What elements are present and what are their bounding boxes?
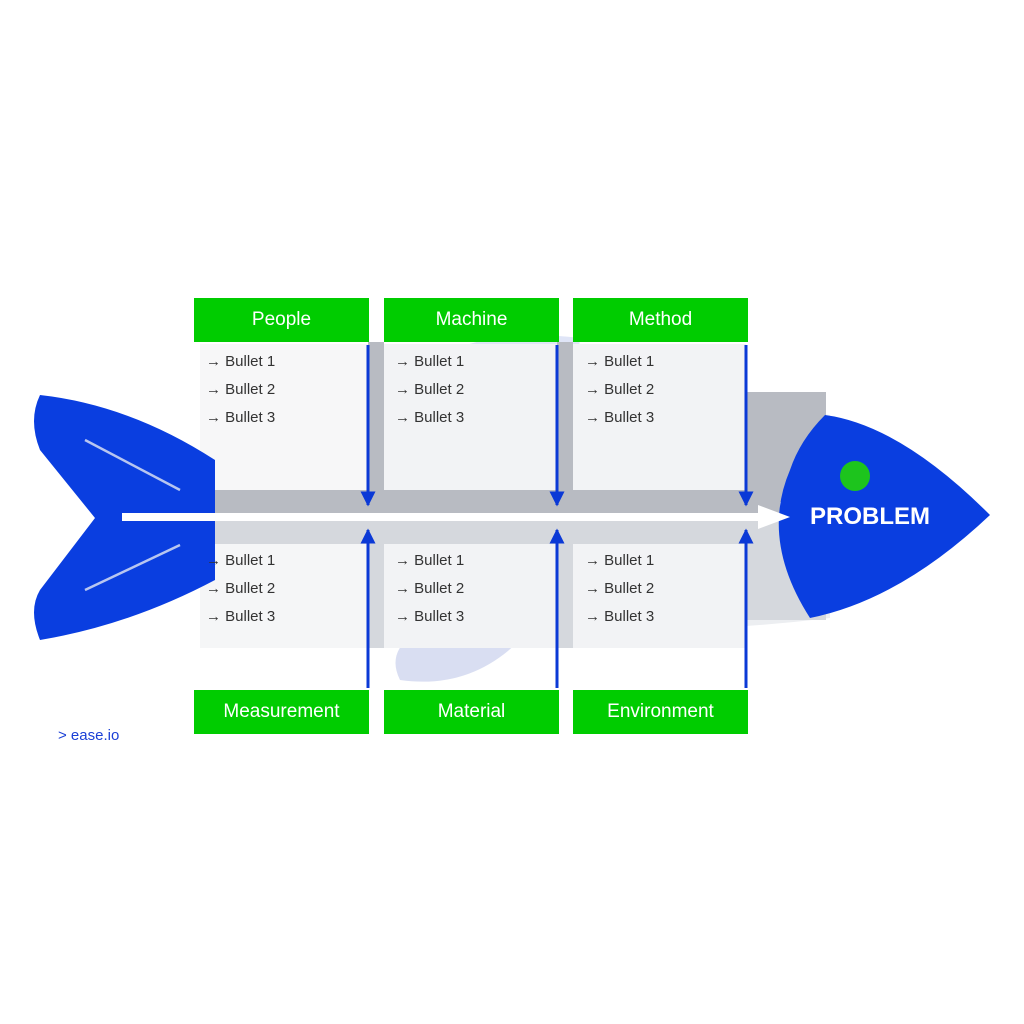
- bullet-item: → Bullet 3: [585, 409, 655, 426]
- bullet-list-environment: → Bullet 1 → Bullet 2 → Bullet 3: [585, 547, 735, 631]
- rib-top-1: [368, 342, 384, 502]
- panel: [200, 544, 368, 648]
- bullet-item: → Bullet 3: [395, 409, 465, 426]
- bullet-item: → Bullet 3: [206, 608, 276, 625]
- rib-bottom-1: [368, 530, 384, 648]
- bullet-item: → Bullet 2: [206, 580, 276, 597]
- bullet-item: → Bullet 3: [395, 608, 465, 625]
- bullet-item: → Bullet 1: [206, 353, 276, 370]
- bullet-item: → Bullet 1: [395, 353, 465, 370]
- spine-arrow-head: [758, 505, 790, 529]
- category-people: People: [194, 298, 369, 342]
- problem-label: PROBLEM: [810, 503, 930, 530]
- bullet-item: → Bullet 1: [585, 552, 655, 569]
- rib-top-2: [557, 342, 573, 502]
- rib-bottom-2: [557, 530, 573, 648]
- fish-head: [778, 415, 990, 618]
- bullet-list-measurement: → Bullet 1 → Bullet 2 → Bullet 3: [206, 547, 356, 631]
- panel: [384, 544, 557, 648]
- bullet-item: → Bullet 2: [585, 580, 655, 597]
- bullet-item: → Bullet 1: [585, 353, 655, 370]
- spine-band-top: [200, 490, 780, 516]
- bullet-list-material: → Bullet 1 → Bullet 2 → Bullet 3: [395, 547, 545, 631]
- bullet-item: → Bullet 2: [395, 580, 465, 597]
- bullet-item: → Bullet 2: [395, 381, 465, 398]
- category-machine: Machine: [384, 298, 559, 342]
- bullet-item: → Bullet 1: [206, 552, 276, 569]
- tail-stripe: [84, 543, 181, 592]
- fish-eye: [840, 461, 870, 491]
- bullet-item: → Bullet 1: [395, 552, 465, 569]
- panel: [200, 344, 368, 490]
- bullet-list-machine: → Bullet 1 → Bullet 2 → Bullet 3: [395, 348, 545, 432]
- bullet-item: → Bullet 3: [206, 409, 276, 426]
- bullet-item: → Bullet 2: [206, 381, 276, 398]
- bullet-list-method: → Bullet 1 → Bullet 2 → Bullet 3: [585, 348, 735, 432]
- panel: [384, 344, 557, 490]
- category-method: Method: [573, 298, 748, 342]
- panel: [573, 544, 746, 648]
- category-material: Material: [384, 690, 559, 734]
- panel: [573, 344, 746, 490]
- category-environment: Environment: [573, 690, 748, 734]
- tail-stripe: [84, 438, 181, 492]
- brand-link[interactable]: > ease.io: [58, 727, 120, 744]
- bullet-item: → Bullet 3: [585, 608, 655, 625]
- bullet-list-people: → Bullet 1 → Bullet 2 → Bullet 3: [206, 348, 356, 432]
- category-measurement: Measurement: [194, 690, 369, 734]
- bullet-item: → Bullet 2: [585, 381, 655, 398]
